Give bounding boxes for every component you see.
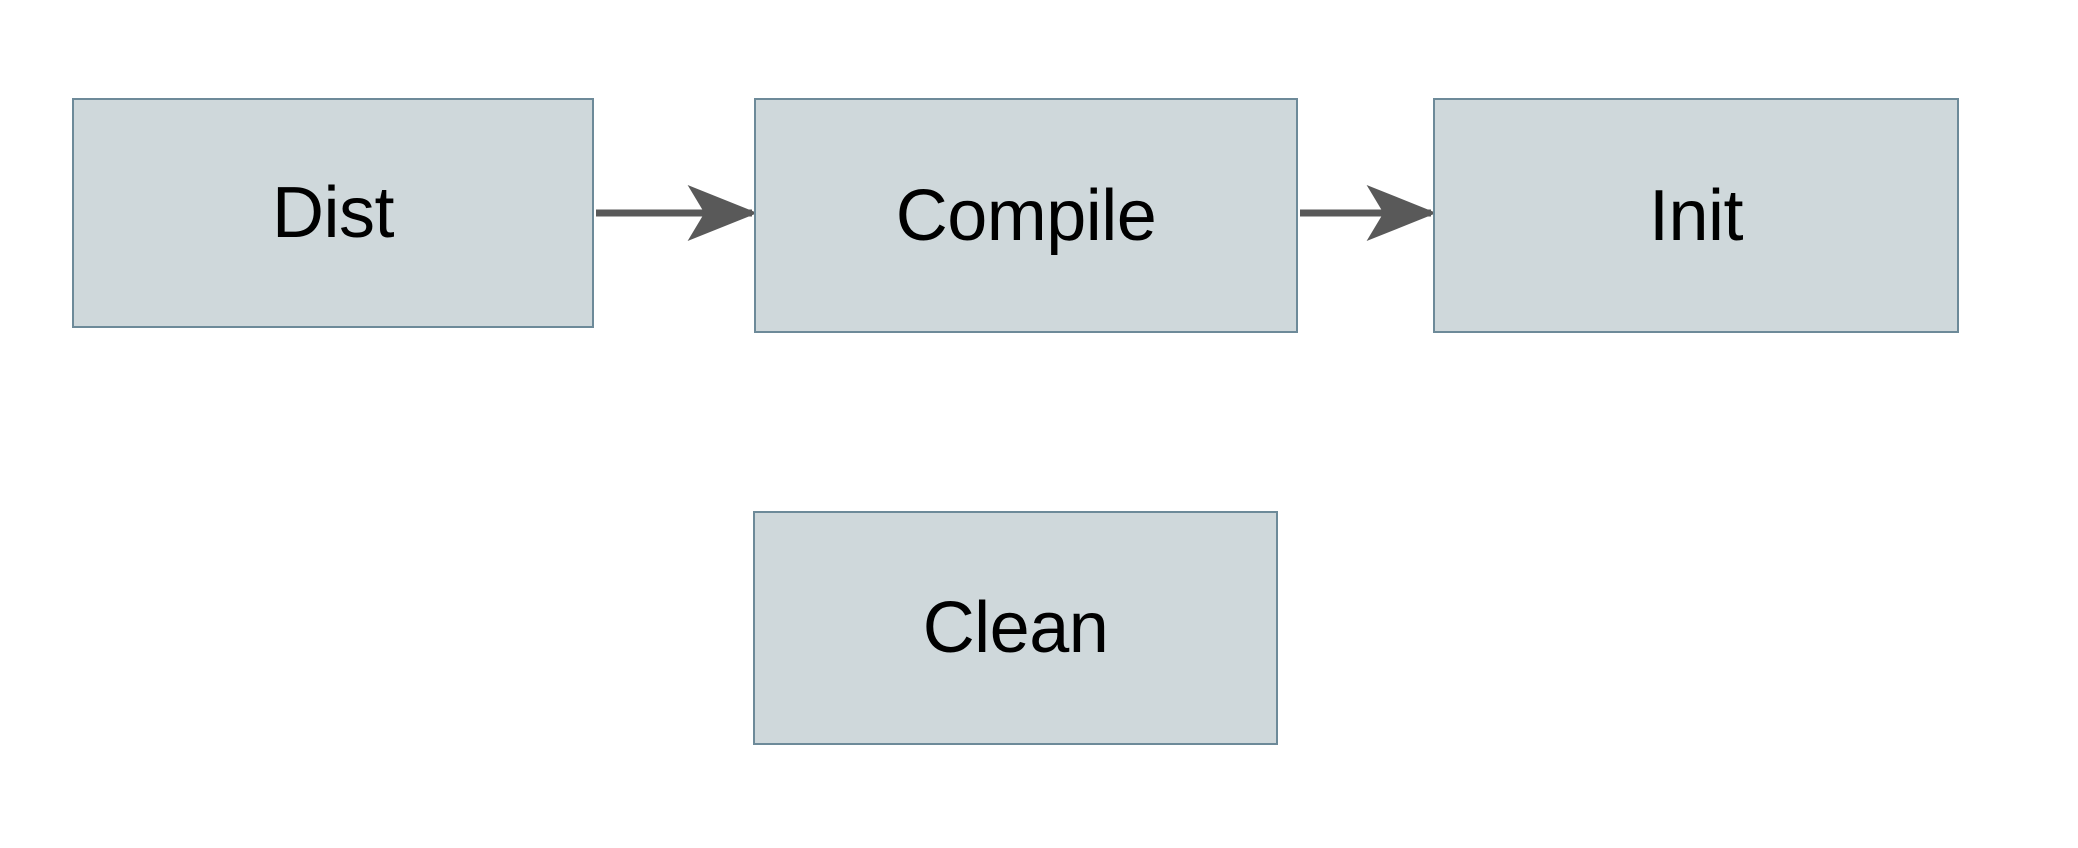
edge-dist-to-compile-hitarea[interactable] — [594, 196, 754, 230]
node-init-label: Init — [1648, 175, 1744, 256]
node-clean-label: Clean — [922, 588, 1109, 668]
node-compile-label: Compile — [895, 175, 1157, 256]
node-dist-label: Dist — [272, 173, 395, 253]
node-compile[interactable]: Compile — [754, 98, 1298, 333]
node-dist[interactable]: Dist — [72, 98, 594, 328]
node-init[interactable]: Init — [1433, 98, 1959, 333]
edge-compile-to-init-hitarea[interactable] — [1298, 196, 1433, 230]
node-clean[interactable]: Clean — [753, 511, 1278, 745]
